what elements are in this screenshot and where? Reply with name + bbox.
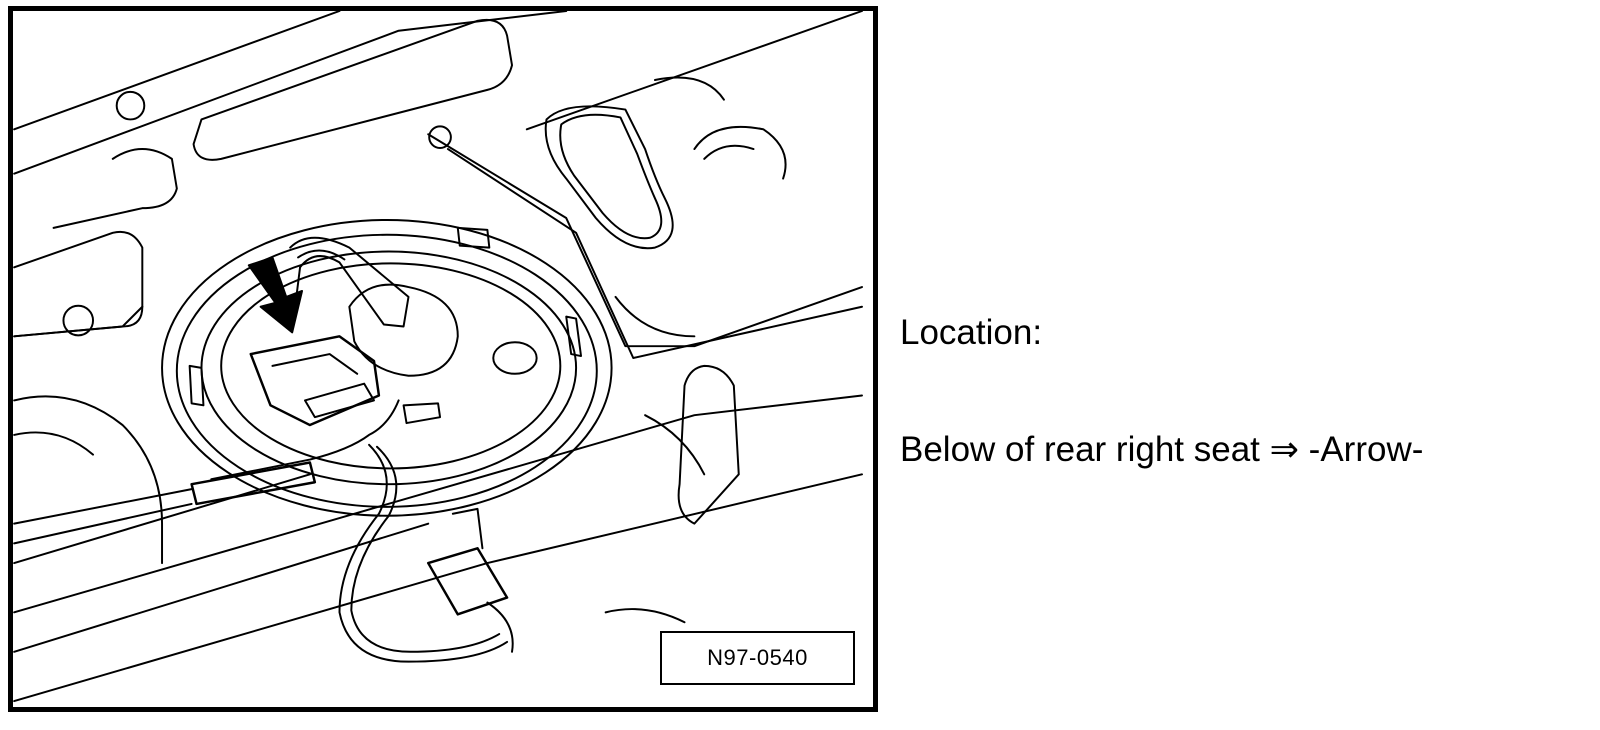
caption-location-text: Below of rear right seat ⇒ -Arrow- [900, 430, 1424, 469]
figure-reference-code: N97-0540 [660, 631, 855, 685]
connector-and-wiring [13, 236, 514, 663]
seat-frame-outline [13, 11, 863, 703]
seat-pan-wiring-illustration [13, 11, 863, 703]
caption-heading: Location: [900, 313, 1043, 352]
sensor-housing [161, 219, 613, 517]
diagram-figure: N97-0540 [8, 6, 878, 712]
location-arrow [247, 256, 304, 334]
